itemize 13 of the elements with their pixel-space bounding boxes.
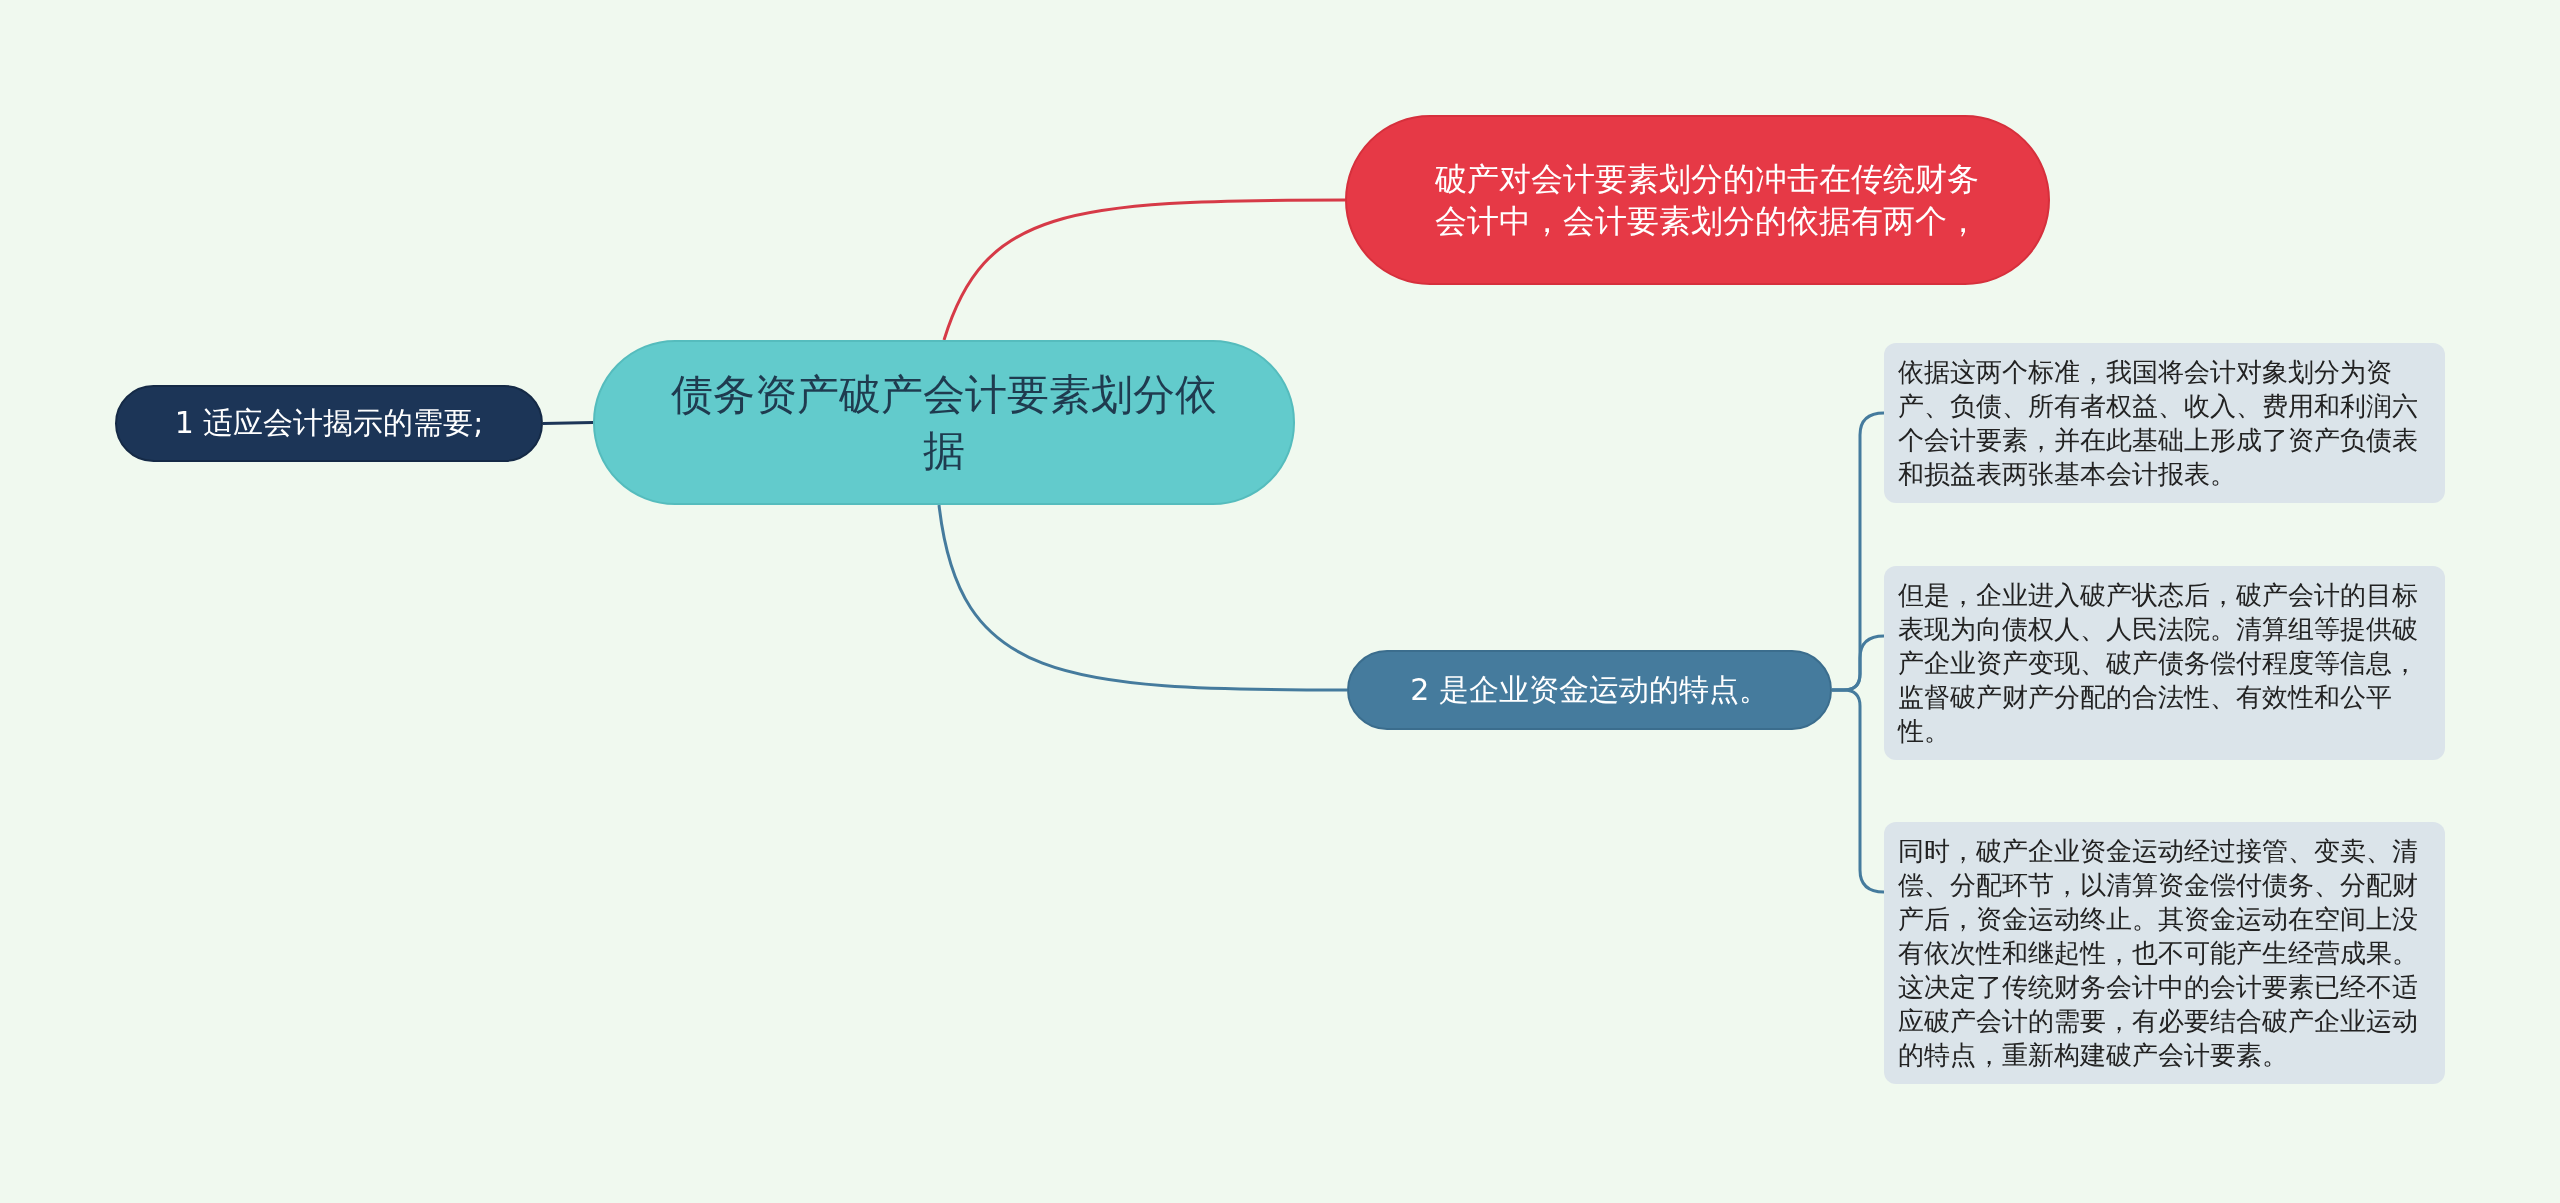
note-card: [1884, 566, 2445, 760]
connector-line: [942, 198, 1345, 341]
node-text: 破产对会计要素划分的冲击在传统财务会计中，会计要素划分的依据有两个，: [1435, 159, 1980, 242]
node-text: 但是，企业进入破产状态后，破产会计的目标表现为向债权人、人民法院。清算组等提供破产企业资产变现、破产债务偿付程度等信息，监督破产财产分配的合法性、有效性和公平性。: [1898, 579, 2419, 748]
node-text: 债务资产破产会计要素划分依据: [670, 368, 1218, 477]
node-text: 1 适应会计揭示的需要;: [174, 404, 484, 442]
note-card: [1884, 822, 2445, 1084]
connector-line: [937, 504, 1347, 692]
node-text: 2 是企业资金运动的特点。: [1410, 670, 1769, 709]
node-text: 依据这两个标准，我国将会计对象划分为资产、负债、所有者权益、收入、费用和利润六个会计要素，并在此基础上形成了资产负债表和损益表两张基本会计报表。: [1898, 356, 2419, 491]
connector-line: [542, 421, 594, 425]
note-card: [1884, 343, 2445, 503]
node-text: 同时，破产企业资金运动经过接管、变卖、清偿、分配环节，以清算资金偿付债务、分配财产后，资金运动终止。其资金运动在空间上没有依次性和继起性，也不可能产生经营成果。这决定了传统财务会计中的会计要素已经不适应破产会计的需要，有必要结合破产企业运动的特点，重新构建破产会计要素。: [1898, 835, 2419, 1072]
